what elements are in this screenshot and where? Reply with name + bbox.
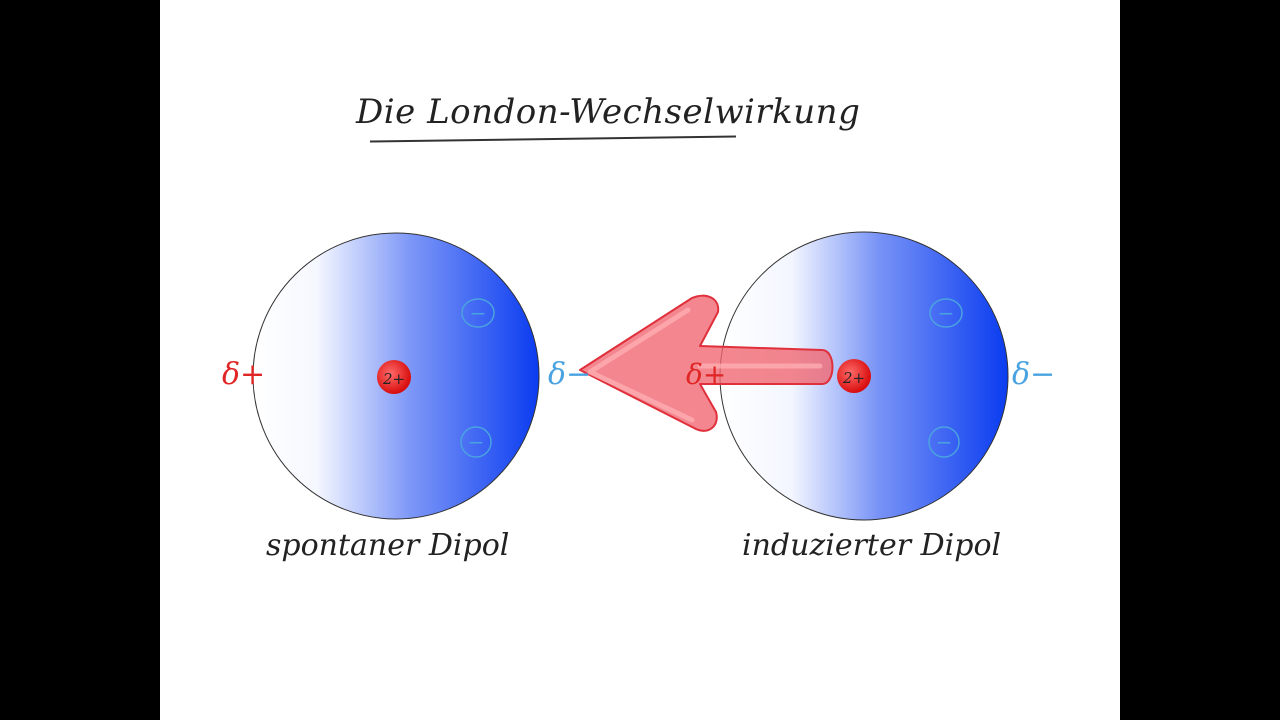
letterbox-right [1120,0,1280,720]
left-nucleus [377,360,411,394]
svg-text:−: − [470,301,487,325]
right-delta-plus: δ+ [686,358,726,391]
left-electron-bottom: − [460,426,492,458]
left-nucleus-label: 2+ [382,370,405,388]
right-electron-bottom: − [928,426,960,458]
right-nucleus [837,359,871,393]
right-electron-top: − [929,298,963,328]
whiteboard: Die London-Wechselwirkung [160,0,1120,720]
caption-spontaneous-dipole: spontaner Dipol [266,528,510,563]
left-delta-minus: δ− [548,357,591,392]
left-electron-top: − [461,298,495,328]
svg-text:−: − [938,301,955,325]
attraction-arrow [579,294,834,432]
svg-text:−: − [936,430,953,454]
dipole-diagram: 2+ 2+ − − − − δ+ δ− δ+ δ− [222,231,1055,521]
left-delta-plus: δ+ [222,357,265,392]
caption-induced-dipole: induzierter Dipol [742,528,1002,563]
right-nucleus-label: 2+ [842,369,865,387]
svg-text:−: − [468,430,485,454]
right-delta-minus: δ− [1012,357,1055,392]
letterbox-left [0,0,160,720]
diagram-title: Die London-Wechselwirkung [356,92,861,132]
